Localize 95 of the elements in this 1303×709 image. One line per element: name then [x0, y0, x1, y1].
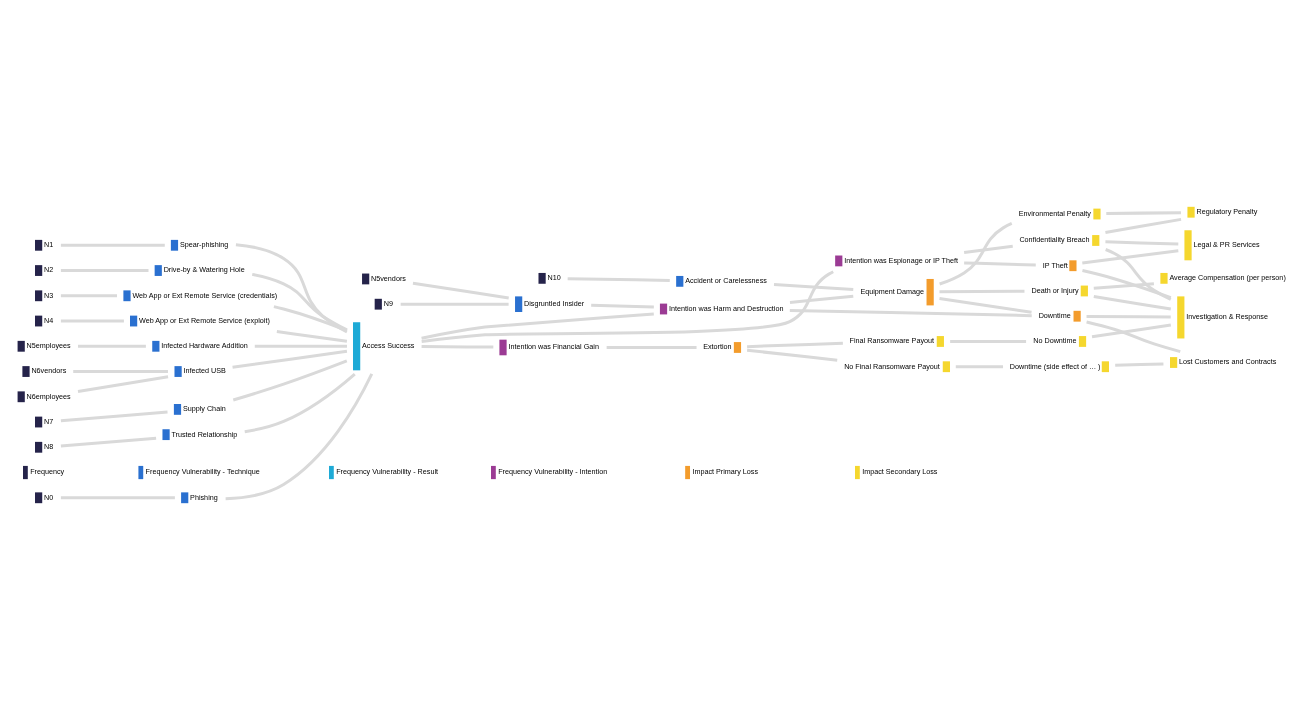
connector — [789, 294, 854, 304]
node-box — [35, 315, 43, 326]
node-box — [353, 321, 361, 370]
node-box — [152, 340, 160, 352]
connector — [251, 272, 348, 331]
connector — [773, 282, 854, 291]
connector — [60, 436, 157, 447]
node-box — [22, 365, 30, 377]
connector — [400, 302, 509, 306]
connector — [276, 329, 348, 343]
connector — [606, 345, 697, 349]
connector — [591, 303, 654, 309]
connector — [235, 242, 348, 333]
connector — [421, 344, 494, 349]
connector — [1105, 247, 1172, 301]
node-box — [35, 441, 43, 453]
connector — [1093, 281, 1154, 290]
node-box — [1078, 335, 1087, 347]
node-box — [35, 264, 43, 276]
connector — [60, 410, 168, 422]
connector — [77, 374, 169, 393]
connector — [1105, 217, 1182, 234]
node-box — [538, 272, 546, 284]
node-box — [17, 390, 25, 402]
connector — [254, 344, 347, 348]
node-box — [835, 255, 843, 266]
node-box — [676, 275, 684, 287]
node-box — [942, 360, 950, 372]
connector — [421, 269, 834, 343]
connector — [1082, 248, 1179, 264]
connector — [60, 495, 175, 499]
node-box — [515, 295, 523, 312]
node-box — [35, 491, 43, 503]
connector — [60, 293, 117, 297]
node-box — [181, 491, 189, 503]
node-box — [35, 239, 43, 251]
connector — [1091, 323, 1172, 338]
connector — [939, 296, 1032, 314]
node-box — [1080, 285, 1088, 296]
connector — [244, 372, 356, 433]
node-box — [1187, 206, 1195, 218]
node-box — [1170, 356, 1178, 368]
node-box — [1101, 360, 1109, 372]
node-box — [659, 303, 668, 314]
node-box — [1177, 295, 1185, 338]
node-box — [362, 273, 370, 284]
node-box — [1160, 272, 1168, 284]
node-box — [1073, 310, 1081, 322]
node-box — [154, 264, 162, 276]
node-box — [1092, 234, 1100, 246]
connector — [232, 349, 348, 369]
connector — [964, 260, 1036, 267]
node-box — [174, 365, 182, 377]
connector — [421, 311, 654, 340]
connector — [60, 243, 165, 247]
connector — [950, 339, 1027, 343]
connector — [78, 344, 146, 348]
connector — [273, 304, 348, 332]
connector — [60, 319, 124, 323]
node-box — [1093, 208, 1101, 219]
connector — [963, 244, 1013, 254]
connector — [225, 372, 374, 500]
connector — [232, 359, 348, 401]
node-box — [173, 403, 182, 415]
node-box — [1184, 229, 1192, 260]
node-box — [35, 289, 43, 301]
connector — [1082, 268, 1172, 299]
connector — [1106, 210, 1181, 215]
connector — [1105, 239, 1179, 245]
node-box — [170, 239, 179, 251]
connector — [789, 308, 1032, 317]
connector — [1086, 320, 1181, 353]
connector — [1086, 314, 1171, 319]
node-box — [162, 428, 170, 440]
connector — [412, 281, 509, 299]
connector — [747, 341, 843, 348]
connector — [60, 268, 149, 272]
node-box — [936, 335, 944, 347]
node-box — [1069, 259, 1077, 271]
node-box — [499, 339, 507, 355]
connector — [955, 364, 1004, 368]
connector — [73, 369, 168, 373]
node-box — [123, 289, 131, 301]
node-box — [17, 340, 25, 352]
node-box — [35, 416, 43, 427]
node-box — [926, 278, 934, 305]
node-box — [374, 298, 382, 310]
connector — [1115, 362, 1164, 367]
node-box — [130, 315, 138, 326]
connector — [1093, 294, 1172, 311]
connector — [939, 289, 1025, 293]
connector — [939, 221, 1013, 285]
connector — [746, 348, 838, 362]
node-box — [733, 341, 742, 353]
connector — [567, 276, 670, 282]
